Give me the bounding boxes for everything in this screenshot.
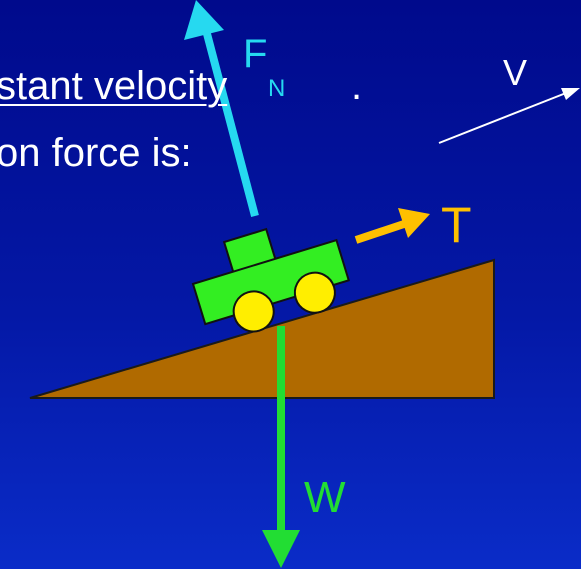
car-rear-wheel [232,290,275,333]
slide-text-line-2: on force is: [0,131,192,175]
normal-force-arrow [184,0,259,218]
velocity-arrow [438,88,580,144]
slide-text-line-1: stant velocity [0,64,228,108]
car-body [191,238,350,326]
normal-force-subscript: N [268,75,286,102]
slide-text-line-1-period: . [351,64,363,108]
car [191,227,350,333]
weight-arrow [262,326,300,568]
normal-force-label: F [243,32,268,76]
velocity-label: V [503,52,528,93]
tension-arrow [354,208,430,244]
tension-label: T [441,197,472,253]
car-front-wheel [293,271,336,314]
weight-label: W [304,473,346,522]
